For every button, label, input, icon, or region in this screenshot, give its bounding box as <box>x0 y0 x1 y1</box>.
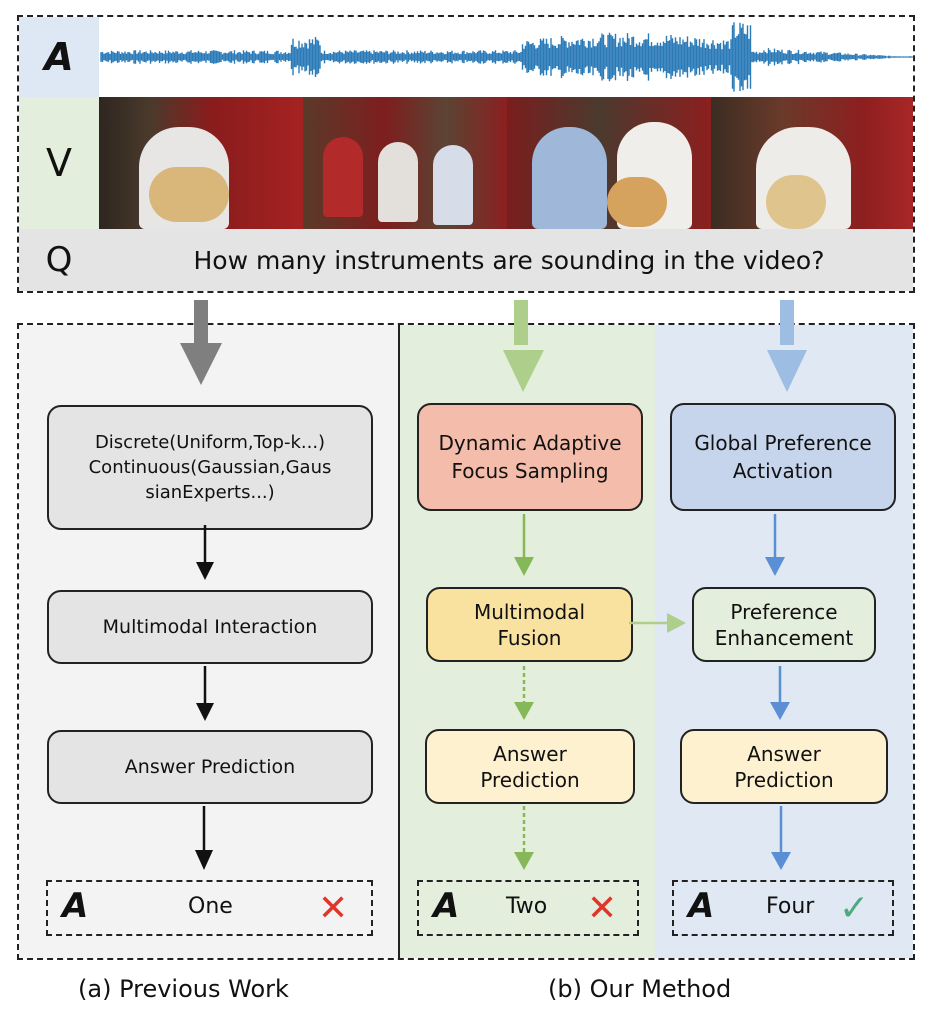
arrow-right-lightgreen-icon <box>629 613 686 633</box>
question-row: Q How many instruments are sounding in t… <box>19 229 913 291</box>
global-preference-activation-box: Global Preference Activation <box>670 403 896 511</box>
question-text: How many instruments are sounding in the… <box>193 245 825 275</box>
question-label: Q <box>45 240 73 280</box>
box-line: Dynamic Adaptive <box>438 431 622 455</box>
box-line: Prediction <box>734 767 834 792</box>
video-frame <box>507 97 711 229</box>
sampling-methods-line: sianExperts...) <box>145 482 275 504</box>
method-panel: Discrete(Uniform,Top-k...) Continuous(Ga… <box>17 323 915 960</box>
check-mark-icon: ✓ <box>839 888 870 929</box>
guitarist-figure <box>433 145 473 225</box>
big-arrow-gray-icon <box>180 300 222 385</box>
guitarist-figure <box>323 137 363 217</box>
audio-label: A <box>19 17 99 97</box>
box-line: Prediction <box>480 767 580 792</box>
caption-previous-work: (a) Previous Work <box>78 975 289 1003</box>
big-arrow-blue-icon <box>767 300 807 392</box>
multimodal-interaction-box: Multimodal Interaction <box>47 590 373 664</box>
video-frame <box>711 97 913 229</box>
arrow-down-blue-icon <box>765 514 785 576</box>
answer-label: A <box>688 886 715 926</box>
panel-divider <box>398 325 400 958</box>
video-label: V <box>19 97 99 229</box>
guitarist-figure <box>378 142 418 222</box>
answer-text: One <box>188 894 233 919</box>
dashed-arrow-down-green-icon <box>514 806 534 870</box>
guitar-shape <box>766 175 826 229</box>
preference-enhancement-box: Preference Enhancement <box>692 587 876 662</box>
answer-prediction-box: Answer Prediction <box>47 730 373 804</box>
wrong-mark-icon: ✕ <box>318 888 349 929</box>
sampling-methods-line: Continuous(Gaussian,Gaus <box>88 456 332 478</box>
guitarist-figure <box>532 127 607 229</box>
multimodal-fusion-box: Multimodal Fusion <box>426 587 633 662</box>
big-arrow-green-icon <box>503 300 544 392</box>
answer-box-previous: A One ✕ <box>46 880 373 936</box>
answer-box-blue: A Four ✓ <box>672 880 894 936</box>
box-line: Focus Sampling <box>451 459 609 483</box>
wrong-mark-icon: ✕ <box>587 888 618 929</box>
answer-box-green: A Two ✕ <box>417 880 639 936</box>
video-frame <box>99 97 303 229</box>
guitar-shape <box>149 167 229 222</box>
dynamic-adaptive-focus-sampling-box: Dynamic Adaptive Focus Sampling <box>417 403 643 511</box>
answer-text: Two <box>506 894 548 919</box>
dashed-arrow-down-green-icon <box>514 666 534 720</box>
box-line: Multimodal <box>473 599 586 624</box>
box-line: Activation <box>732 459 834 483</box>
arrow-down-green-icon <box>514 514 534 576</box>
audio-waveform <box>100 22 914 92</box>
answer-prediction-box-blue: Answer Prediction <box>680 729 888 804</box>
arrow-down-blue-icon <box>771 806 791 870</box>
waveform-path <box>100 22 914 92</box>
box-line: Enhancement <box>714 625 854 650</box>
arrow-down-icon <box>195 806 213 870</box>
box-line: Global Preference <box>694 431 872 455</box>
box-line: Answer <box>747 741 821 766</box>
video-frames-strip <box>99 97 913 229</box>
sampling-methods-box: Discrete(Uniform,Top-k...) Continuous(Ga… <box>47 405 373 530</box>
box-line: Fusion <box>497 625 562 650</box>
box-line: Answer <box>493 741 567 766</box>
arrow-down-icon <box>196 666 214 721</box>
arrow-down-icon <box>196 525 214 580</box>
answer-prediction-box-green: Answer Prediction <box>425 729 635 804</box>
caption-our-method: (b) Our Method <box>548 975 732 1003</box>
arrow-down-blue-icon <box>770 666 790 720</box>
box-line: Preference <box>730 599 838 624</box>
video-frame <box>303 97 507 229</box>
sampling-methods-line: Discrete(Uniform,Top-k...) <box>94 431 326 453</box>
guitar-shape <box>607 177 667 227</box>
answer-label: A <box>433 886 460 926</box>
input-panel: A V Q How many instruments are sounding … <box>17 15 915 293</box>
answer-text: Four <box>766 894 815 919</box>
answer-label: A <box>62 886 89 926</box>
